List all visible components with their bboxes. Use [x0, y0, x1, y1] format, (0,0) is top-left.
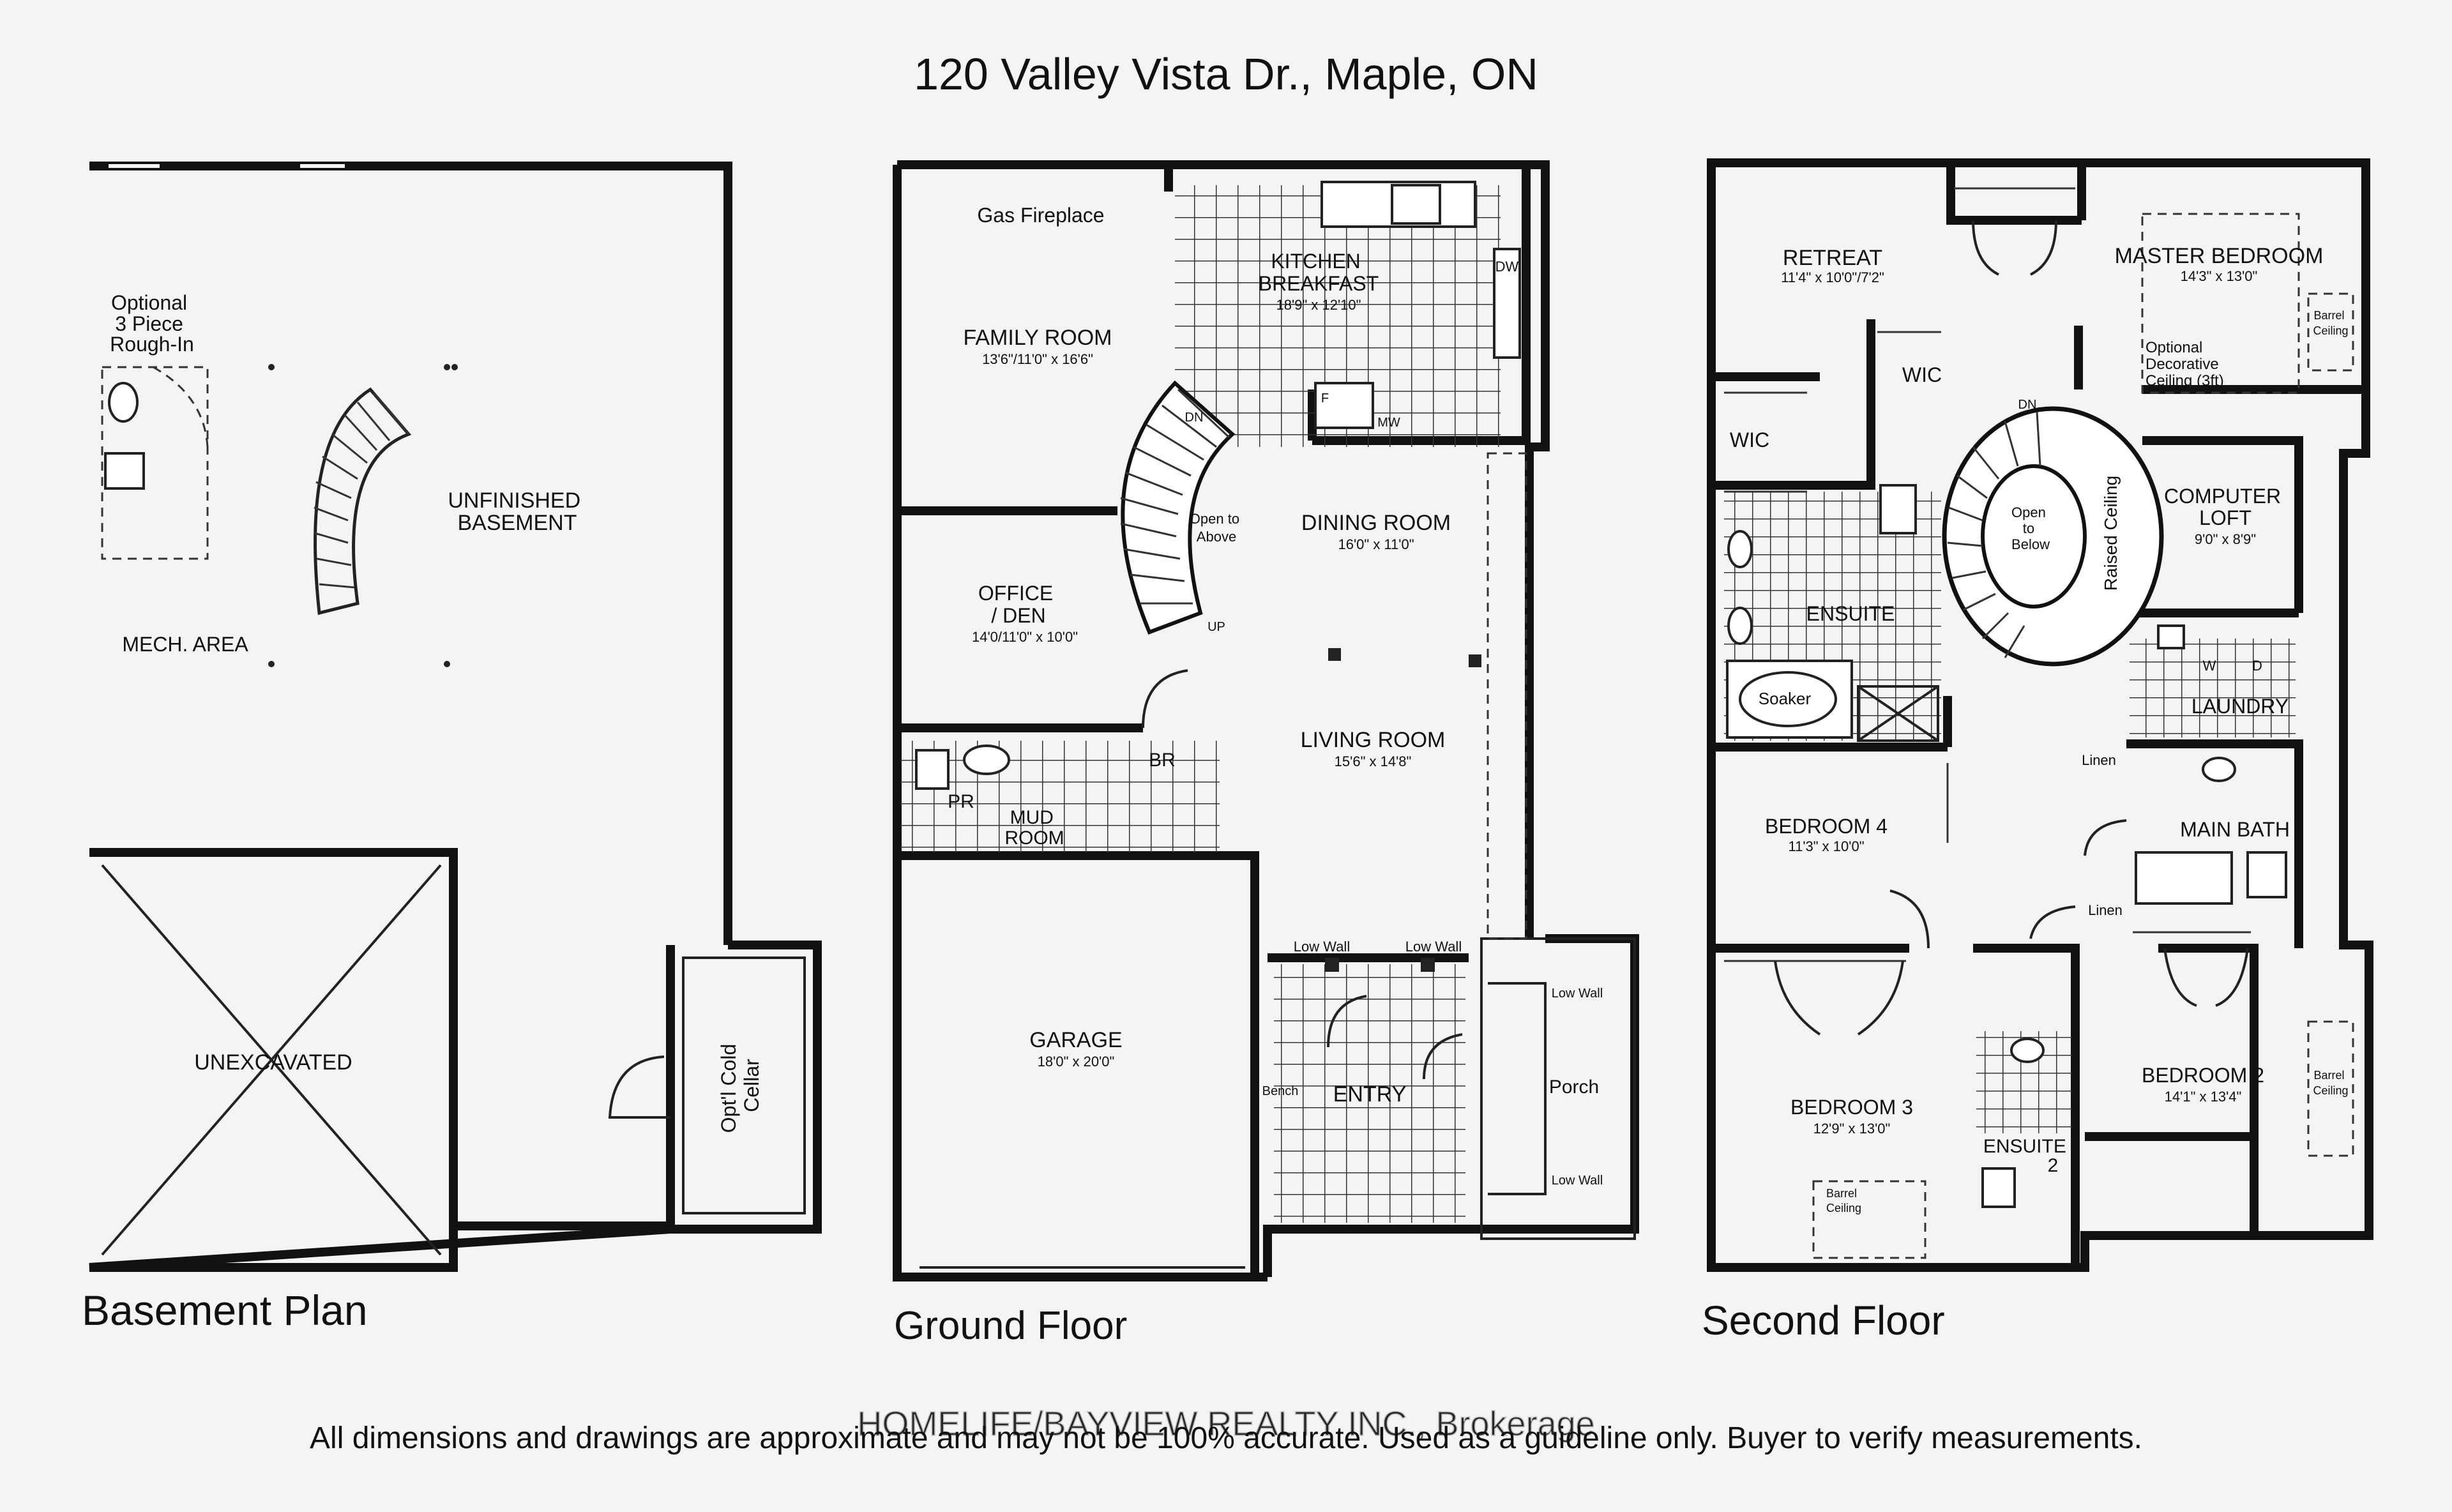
low-wall-label-2: Low Wall [1405, 939, 1462, 955]
master-bedroom-label: MASTER BEDROOM [2115, 244, 2324, 268]
wic-label-2: WIC [1730, 428, 1769, 451]
barrel-ceiling-label-1: Barrel Ceiling [2313, 309, 2348, 337]
basement-plan-title: Basement Plan [82, 1287, 368, 1334]
ensuite-label: ENSUITE [1806, 602, 1895, 625]
bedroom-3-label: BEDROOM 3 [1790, 1096, 1913, 1119]
porch-label: Porch [1549, 1077, 1599, 1098]
open-to-above-label: Open to Above [1190, 511, 1243, 545]
master-bedroom-dims: 14'3" x 13'0" [2181, 268, 2258, 284]
ensuite-2-label: ENSUITE 2 [1983, 1136, 2071, 1176]
low-wall-label-4: Low Wall [1552, 1174, 1603, 1188]
bench-label: Bench [1262, 1084, 1299, 1098]
office-den-label: OFFICE / DEN [978, 582, 1059, 627]
fridge-label: F [1321, 391, 1329, 405]
mw-label: MW [1377, 416, 1400, 430]
bedroom-2-label: BEDROOM 2 [2142, 1064, 2264, 1087]
low-wall-label-1: Low Wall [1294, 939, 1350, 955]
kitchen-dims: 18'9" x 12'10" [1276, 297, 1361, 313]
wic-label-1: WIC [1902, 363, 1942, 386]
stair-dn-label-2: DN [2018, 398, 2037, 412]
open-to-below-label: Open to Below [2011, 504, 2050, 552]
barrel-ceiling-label-3: Barrel Ceiling [2313, 1069, 2348, 1097]
watermark: HOMELIFE/BAYVIEW REALTY INC., Brokerage [857, 1405, 1594, 1443]
computer-loft-dims: 9'0" x 8'9" [2195, 531, 2256, 547]
retreat-dims: 11'4" x 10'0"/7'2" [1781, 269, 1884, 285]
optional-rough-in-label: Optional 3 Piece Rough-In [110, 291, 194, 356]
computer-loft-label: COMPUTER LOFT [2164, 485, 2287, 529]
second-floor-title: Second Floor [1702, 1297, 1945, 1343]
ground-floor-title: Ground Floor [894, 1304, 1127, 1348]
bedroom-4-label: BEDROOM 4 [1765, 815, 1888, 838]
raised-ceiling-label: Raised Ceiling [2101, 476, 2121, 591]
office-den-dims: 14'0/11'0" x 10'0" [972, 629, 1078, 645]
linen-label-1: Linen [2082, 752, 2116, 768]
powder-room-label: PR [948, 791, 974, 812]
optional-ceiling-label: Optional Decorative Ceiling (3ft) [2146, 339, 2224, 389]
dining-room-dims: 16'0" x 11'0" [1338, 536, 1414, 552]
disclaimer: All dimensions and drawings are approxim… [310, 1421, 2142, 1455]
linen-label-2: Linen [2088, 902, 2123, 918]
family-room-label: FAMILY ROOM [963, 326, 1112, 350]
mud-room-label: MUD ROOM [1004, 807, 1064, 849]
unexcavated-label: UNEXCAVATED [194, 1050, 352, 1075]
ground-floor-plan: Gas Fireplace FAMILY ROOM 13'6"/11'0" x … [893, 160, 1639, 1348]
retreat-label: RETREAT [1783, 246, 1882, 270]
bedroom-4-dims: 11'3" x 10'0" [1788, 838, 1864, 854]
laundry-label: LAUNDRY [2191, 695, 2289, 718]
unfinished-basement-label: UNFINISHED BASEMENT [448, 488, 586, 535]
dryer-label: D [2252, 658, 2262, 674]
soaker-label: Soaker [1759, 689, 1812, 708]
dw-label: DW [1495, 259, 1519, 275]
garage-label: GARAGE [1029, 1028, 1122, 1052]
garage-dims: 18'0" x 20'0" [1038, 1054, 1115, 1070]
gas-fireplace-label: Gas Fireplace [977, 204, 1104, 227]
entry-label: ENTRY [1333, 1082, 1407, 1107]
kitchen-label: KITCHEN BREAKFAST [1259, 250, 1379, 295]
bedroom-2-dims: 14'1" x 13'4" [2165, 1089, 2242, 1105]
mech-area-label: MECH. AREA [122, 633, 248, 656]
main-bath-label: MAIN BATH [2180, 818, 2290, 841]
second-floor-plan: RETREAT 11'4" x 10'0"/7'2" MASTER BEDROO… [1702, 158, 2373, 1343]
family-room-dims: 13'6"/11'0" x 16'6" [982, 351, 1093, 367]
stair-dn-label: DN [1185, 411, 1204, 425]
barrel-ceiling-label-2: Barrel Ceiling [1826, 1187, 1861, 1214]
basement-plan: Optional 3 Piece Rough-In UNFINISHED BAS… [82, 162, 822, 1334]
cold-cellar-label: Opt'l Cold Cellar [717, 1038, 763, 1133]
low-wall-label-3: Low Wall [1552, 987, 1603, 1001]
living-room-dims: 15'6" x 14'8" [1335, 753, 1412, 769]
stair-up-label: UP [1207, 620, 1225, 634]
dining-room-label: DINING ROOM [1301, 511, 1451, 535]
washer-label: W [2203, 658, 2216, 674]
bedroom-3-dims: 12'9" x 13'0" [1813, 1121, 1891, 1137]
living-room-label: LIVING ROOM [1301, 728, 1446, 752]
br-label: BR [1149, 750, 1176, 771]
address-title: 120 Valley Vista Dr., Maple, ON [914, 49, 1538, 99]
